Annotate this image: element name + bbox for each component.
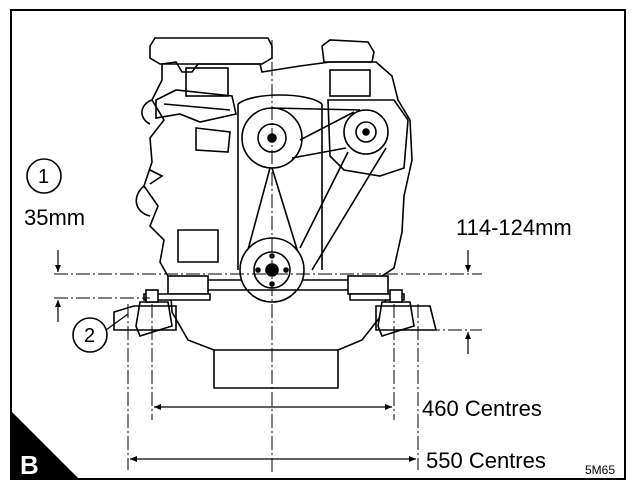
inner-centres-label: 460 Centres: [422, 396, 542, 421]
panel-corner-badge: B: [11, 411, 79, 480]
centre-lines: [54, 40, 482, 472]
figure-frame: [10, 9, 626, 480]
engine-sump: [169, 279, 389, 389]
dimension-35mm-label: 35mm: [24, 205, 85, 230]
callout-2: 2: [72, 313, 129, 353]
callout-1-number: 1: [38, 166, 49, 188]
reference-code: 5M65: [585, 463, 615, 477]
engine-mount-icon: [113, 289, 177, 337]
engine-mount-icon: [375, 289, 438, 337]
pulley-height-label: 114-124mm: [456, 215, 572, 240]
callout-2-number: 2: [84, 325, 95, 347]
callout-1: 1: [26, 158, 62, 194]
panel-letter: B: [20, 450, 39, 480]
outer-centres-label: 550 Centres: [426, 448, 546, 473]
dimension-arrows: [55, 250, 471, 462]
drive-belt: [271, 107, 387, 271]
engine-drawing: [113, 37, 438, 389]
